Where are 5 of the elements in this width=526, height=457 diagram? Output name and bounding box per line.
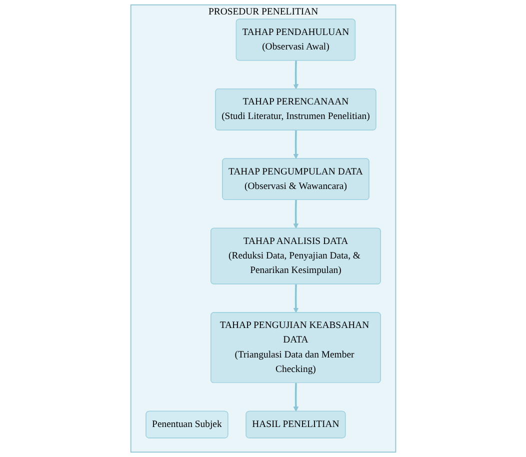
arrow [292,200,298,229]
arrow [292,284,298,313]
arrow [292,60,298,90]
arrow [292,130,298,160]
arrow [292,383,298,412]
